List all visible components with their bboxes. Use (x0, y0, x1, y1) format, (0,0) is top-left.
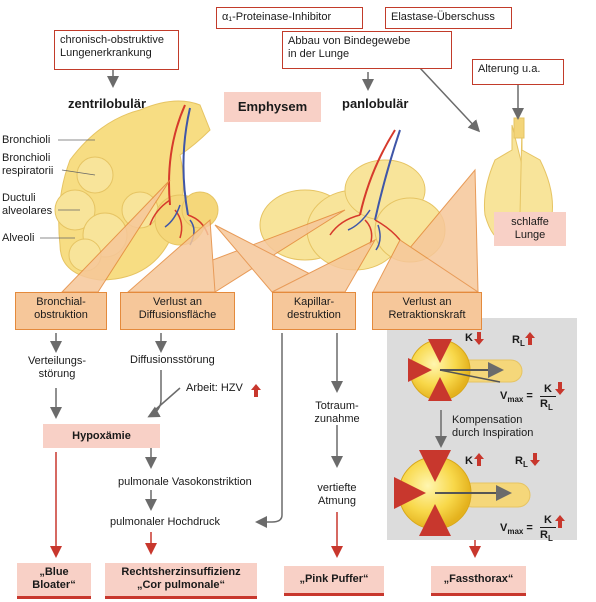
rl-lower-r: R (515, 455, 523, 467)
outcome-blue-bloater: „Blue Bloater“ (17, 563, 91, 599)
rhi-line-1: Rechtsherzinsuffizienz (121, 566, 241, 578)
vmax-upper-den-sub: L (547, 403, 553, 413)
vmax-lower-v: V (500, 522, 508, 534)
k-label-upper: K (465, 332, 473, 344)
vmax-upper-v: V (500, 390, 508, 402)
vmax-formula-upper: Vmax = (500, 390, 533, 406)
mechanism-4-line-2: Retraktionskraft (388, 309, 466, 321)
inhibitor-label: α₁-Proteinase-Inhibitor (222, 11, 332, 23)
schlaffe-line-1: schlaffe (511, 216, 549, 228)
vmax-down-arrow (555, 382, 565, 395)
vmax-lower-eq: = (526, 522, 533, 534)
outcome-cor-pulmonale: Rechtsherzinsuffizienz „Cor pulmonale“ (105, 563, 257, 599)
kompensation-line-2: durch Inspiration (452, 427, 534, 439)
mechanism-3-line-2: destruktion (287, 309, 341, 321)
label-bronchioli-resp-2: respiratorii (2, 165, 54, 177)
totraum-line-1: Totraum- (315, 400, 359, 412)
label-alveoli: Alveoli (2, 232, 35, 244)
verteilung-text: Verteilungs- störung (22, 355, 92, 381)
vmax-lower-num: K (540, 514, 556, 528)
atmung-line-2: Atmung (318, 495, 356, 507)
mechanism-1-line-2: obstruktion (34, 309, 88, 321)
mechanism-kapillardestruktion: Kapillar- destruktion (272, 292, 356, 330)
label-bronchioli-resp-1: Bronchioli (2, 152, 51, 164)
copd-line-1: chronisch-obstruktive (60, 34, 164, 46)
outcome-pink-puffer: „Pink Puffer“ (284, 566, 384, 596)
vmax-upper-den: RL (540, 398, 553, 414)
k-label-lower: K (465, 455, 473, 467)
mechanism-bronchialobstruktion: Bronchial- obstruktion (15, 292, 107, 330)
arbeit-text: Arbeit: HZV (186, 382, 243, 394)
heading-zentrilobular: zentrilobulär (68, 96, 147, 111)
inhibitor-box: α₁-Proteinase-Inhibitor (216, 7, 363, 29)
label-bronchioli: Bronchioli (2, 134, 51, 146)
abbau-line-2: in der Lunge (288, 48, 350, 60)
vmax-up-arrow (555, 515, 565, 528)
balloon-inspiration (394, 450, 531, 536)
atmung-text: vertiefte Atmung (308, 482, 366, 508)
vmax-lower-sub: max (507, 527, 524, 537)
vmax-upper-eq: = (526, 390, 533, 402)
mechanism-2-line-2: Diffusionsfläche (138, 309, 217, 321)
schlaffe-lunge-box: schlaffe Lunge (494, 212, 566, 246)
schlaffe-line-2: Lunge (514, 229, 546, 241)
verteilung-line-2: störung (38, 368, 76, 380)
hochdruck-text: pulmonaler Hochdruck (110, 516, 221, 528)
hypoxaemie-box: Hypoxämie (43, 424, 160, 448)
rl-upper-sub: L (519, 339, 525, 349)
vmax-formula-lower: Vmax = (500, 522, 533, 538)
rl-down-arrow (530, 453, 540, 466)
blue-line-1: „Blue (39, 566, 69, 578)
heading-panlobular: panlobulär (342, 96, 409, 111)
label-ductuli-2: alveolares (2, 205, 53, 217)
totraum-line-2: zunahme (314, 413, 360, 425)
kompensation-line-1: Kompensation (452, 414, 523, 426)
verteilung-line-1: Verteilungs- (27, 355, 87, 367)
mechanism-retraktionskraft: Verlust an Retraktionskraft (372, 292, 482, 330)
rhi-line-2: „Cor pulmonale“ (136, 579, 225, 591)
copd-box: chronisch-obstruktive Lungenerkrankung (54, 30, 179, 70)
rl-label-lower: RL (515, 455, 528, 471)
copd-line-2: Lungenerkrankung (60, 47, 152, 59)
rl-lower-sub: L (522, 460, 528, 470)
kompensation-text: Kompensation durch Inspiration (452, 414, 533, 440)
rl-label-upper: RL (512, 334, 525, 350)
blue-line-2: Bloater“ (32, 579, 76, 591)
diffusion-text: Diffusionsstörung (130, 354, 215, 366)
abbau-line-1: Abbau von Bindegewebe (288, 35, 411, 47)
vasokonstriktion-text: pulmonale Vasokonstriktion (118, 476, 252, 488)
totraum-text: Totraum- zunahme (308, 400, 366, 426)
label-ductuli-1: Ductuli (2, 192, 36, 204)
mechanism-1-line-1: Bronchial- (36, 296, 86, 308)
vmax-upper-sub: max (507, 395, 524, 405)
elastase-box: Elastase-Überschuss (385, 7, 512, 29)
vmax-upper-num: K (540, 383, 556, 397)
balloon-expiration (408, 339, 523, 401)
rl-up-arrow (525, 332, 535, 345)
k-down-arrow (474, 332, 484, 345)
vmax-upper-den-r: R (540, 398, 548, 410)
mechanism-4-line-1: Verlust an (402, 296, 452, 308)
vmax-lower-den: RL (540, 529, 553, 545)
vmax-lower-den-sub: L (547, 534, 553, 544)
heading-emphysem: Emphysem (224, 92, 321, 122)
rl-upper-r: R (512, 334, 520, 346)
alterung-label: Alterung u.a. (478, 63, 541, 75)
elastase-label: Elastase-Überschuss (391, 11, 495, 23)
outcome-fassthorax: „Fassthorax“ (431, 566, 526, 596)
callout-lines (60, 168, 480, 293)
mechanism-3-line-1: Kapillar- (293, 296, 335, 308)
alterung-box: Alterung u.a. (472, 59, 564, 85)
vmax-lower-den-r: R (540, 529, 548, 541)
abbau-box: Abbau von Bindegewebe in der Lunge (282, 31, 452, 69)
atmung-line-1: vertiefte (317, 482, 357, 494)
mechanism-2-line-1: Verlust an (153, 296, 202, 308)
hzv-up-arrow (251, 384, 261, 397)
k-up-arrow (474, 453, 484, 466)
mechanism-diffusionsflaeche: Verlust an Diffusionsfläche (120, 292, 235, 330)
